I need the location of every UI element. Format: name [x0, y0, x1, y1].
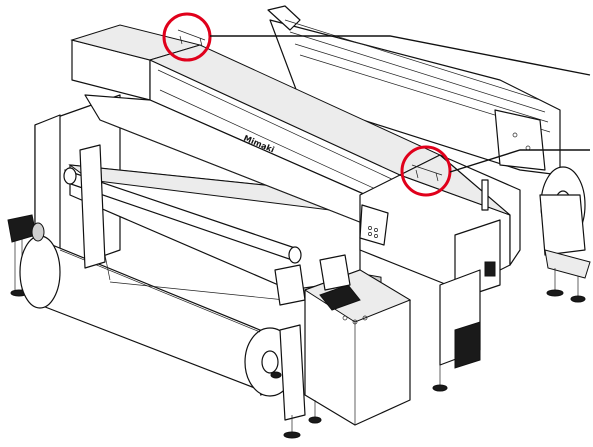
- control-pedestal: [303, 254, 412, 426]
- platen: [63, 144, 362, 306]
- operation-panel: [359, 204, 389, 246]
- callout-leader-middle: [449, 149, 590, 173]
- callout-leader-top: [210, 35, 591, 76]
- callout-circle-top: [162, 12, 212, 62]
- callout-middle: [400, 145, 590, 197]
- front-media-roll: [7, 214, 306, 439]
- printer-top-body: Mimaki: [70, 24, 521, 301]
- callout-circle-middle: [400, 145, 452, 197]
- rear-frame: [267, 5, 561, 176]
- callout-top: [162, 12, 591, 76]
- right-leg-unit: [432, 269, 481, 392]
- rear-right-roll: [539, 166, 591, 303]
- pedestal-display: [319, 284, 361, 311]
